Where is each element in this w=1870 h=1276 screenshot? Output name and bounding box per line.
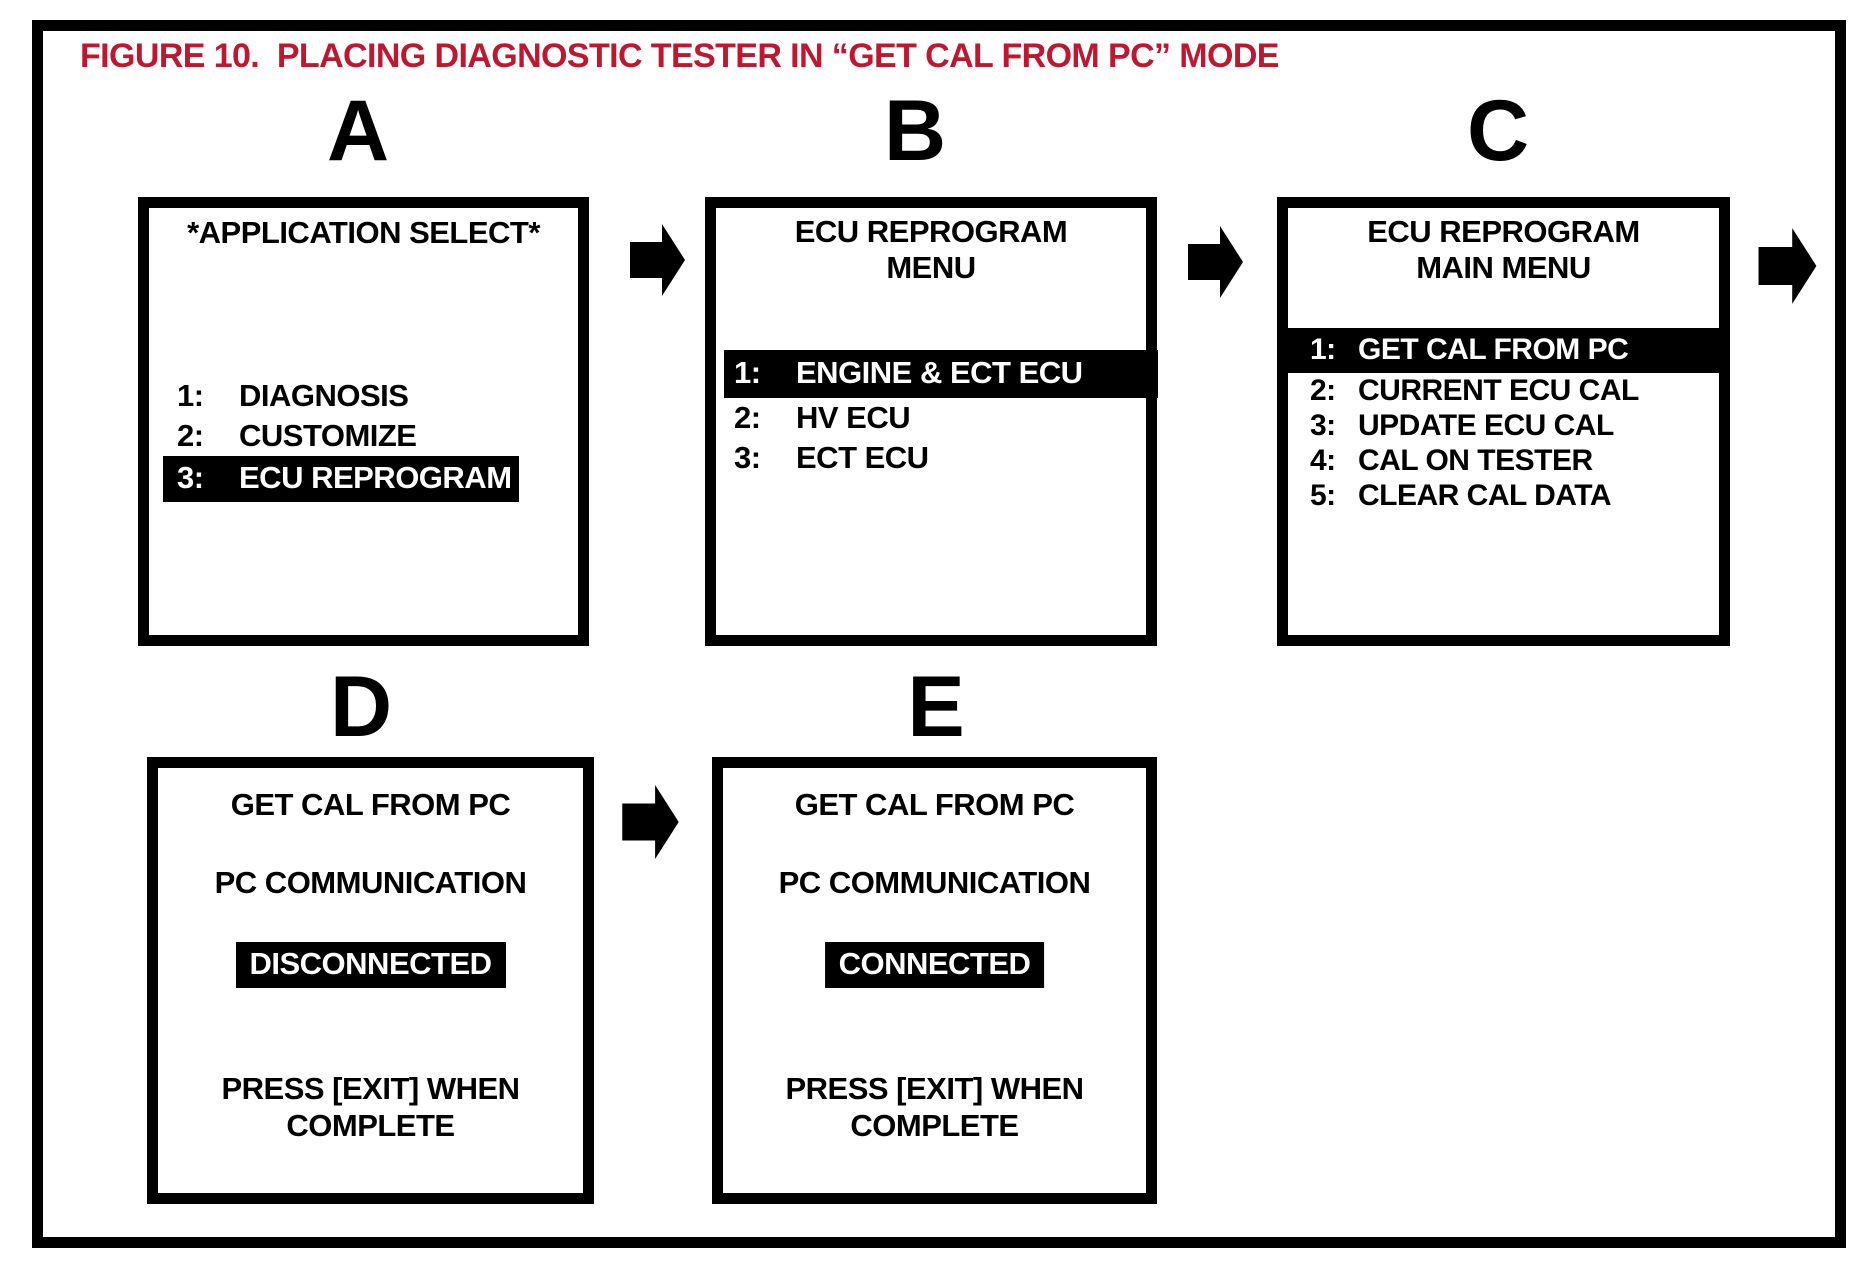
menu-item-label: ECU REPROGRAM (239, 460, 512, 495)
screen-d-footer-line2: COMPLETE (286, 1108, 455, 1143)
menu-item-number: 1: (177, 378, 204, 413)
menu-item-label: CAL ON TESTER (1358, 444, 1593, 477)
menu-item-label: DIAGNOSIS (239, 378, 409, 413)
screen-e-footer-line1: PRESS [EXIT] WHEN (785, 1071, 1084, 1106)
screen-c-header-line2: MAIN MENU (1416, 250, 1591, 285)
menu-item-label: CUSTOMIZE (239, 418, 417, 453)
menu-item-number: 1: (1310, 333, 1336, 366)
menu-item-label: ECT ECU (796, 440, 929, 475)
menu-item-label: HV ECU (796, 400, 911, 435)
menu-item-hv-ecu: 2: HV ECU (724, 398, 911, 438)
menu-item-engine-ect-ecu-highlighted: 1: ENGINE & ECT ECU (724, 350, 1158, 398)
arrow-right-icon-c-continue (1758, 228, 1817, 304)
screen-a-header: *APPLICATION SELECT* (187, 215, 540, 250)
arrow-right-icon-a-to-b (630, 224, 685, 296)
panel-letter-d: D (329, 659, 393, 755)
menu-item-number: 2: (177, 418, 204, 453)
arrow-right-icon-d-to-e (622, 785, 679, 859)
panel-letter-a: A (326, 83, 390, 179)
panel-letter-c: C (1466, 83, 1530, 179)
menu-item-label: CLEAR CAL DATA (1358, 479, 1611, 512)
screen-c-menu: 1: GET CAL FROM PC 2: CURRENT ECU CAL 3:… (1288, 328, 1719, 513)
menu-item-label: CURRENT ECU CAL (1358, 374, 1639, 407)
menu-item-ecu-reprogram-highlighted: 3: ECU REPROGRAM (163, 456, 519, 502)
menu-item-clear-cal-data: 5: CLEAR CAL DATA (1288, 478, 1611, 513)
menu-item-label: ENGINE & ECT ECU (796, 355, 1083, 390)
screen-d-footer-line1: PRESS [EXIT] WHEN (221, 1071, 520, 1106)
screen-c-header-line1: ECU REPROGRAM (1367, 214, 1640, 249)
screen-e-footer: PRESS [EXIT] WHEN COMPLETE (723, 1070, 1146, 1144)
menu-item-get-cal-from-pc-highlighted: 1: GET CAL FROM PC (1288, 328, 1719, 373)
screen-e-subtitle: PC COMMUNICATION (778, 865, 1091, 900)
menu-item-current-ecu-cal: 2: CURRENT ECU CAL (1288, 373, 1639, 408)
status-badge-disconnected: DISCONNECTED (235, 942, 506, 988)
menu-item-number: 4: (1310, 444, 1336, 477)
menu-item-diagnosis: 1: DIAGNOSIS (163, 376, 409, 416)
screen-b-header-line1: ECU REPROGRAM (794, 214, 1068, 249)
screen-b-header-line2: MENU (886, 250, 976, 285)
menu-item-number: 3: (1310, 409, 1336, 442)
menu-item-ect-ecu: 3: ECT ECU (724, 438, 929, 478)
screen-a-menu: 1: DIAGNOSIS 2: CUSTOMIZE 3: ECU REPROGR… (163, 376, 519, 502)
panel-letter-e: E (907, 659, 965, 755)
screen-d-title: GET CAL FROM PC (230, 787, 511, 822)
menu-item-label: GET CAL FROM PC (1358, 333, 1629, 366)
menu-item-cal-on-tester: 4: CAL ON TESTER (1288, 443, 1593, 478)
menu-item-number: 3: (177, 460, 204, 495)
screen-e-footer-line2: COMPLETE (850, 1108, 1019, 1143)
screen-get-cal-connected: GET CAL FROM PC PC COMMUNICATION CONNECT… (712, 757, 1157, 1204)
screen-get-cal-disconnected: GET CAL FROM PC PC COMMUNICATION DISCONN… (147, 757, 594, 1204)
menu-item-number: 1: (734, 355, 761, 390)
menu-item-customize: 2: CUSTOMIZE (163, 416, 417, 456)
screen-b-menu: 1: ENGINE & ECT ECU 2: HV ECU 3: ECT ECU (724, 350, 1158, 478)
menu-item-number: 3: (734, 440, 761, 475)
screen-d-subtitle: PC COMMUNICATION (214, 865, 527, 900)
screen-ecu-reprogram-main-menu: ECU REPROGRAM MAIN MENU 1: GET CAL FROM … (1277, 197, 1730, 646)
menu-item-number: 2: (1310, 374, 1336, 407)
status-badge-connected: CONNECTED (824, 942, 1045, 988)
panel-letter-b: B (883, 83, 947, 179)
arrow-right-icon-b-to-c (1188, 226, 1243, 298)
screen-application-select: *APPLICATION SELECT* 1: DIAGNOSIS 2: CUS… (138, 197, 589, 646)
screen-c-header: ECU REPROGRAM MAIN MENU (1288, 214, 1719, 286)
menu-item-update-ecu-cal: 3: UPDATE ECU CAL (1288, 408, 1614, 443)
screen-b-header: ECU REPROGRAM MENU (716, 214, 1146, 286)
screen-ecu-reprogram-menu: ECU REPROGRAM MENU 1: ENGINE & ECT ECU 2… (705, 197, 1158, 646)
menu-item-number: 2: (734, 400, 761, 435)
screen-d-footer: PRESS [EXIT] WHEN COMPLETE (158, 1070, 583, 1144)
menu-item-number: 5: (1310, 479, 1336, 512)
screen-e-title: GET CAL FROM PC (794, 787, 1075, 822)
menu-item-label: UPDATE ECU CAL (1358, 409, 1614, 442)
figure-title: FIGURE 10. PLACING DIAGNOSTIC TESTER IN … (80, 37, 1279, 75)
